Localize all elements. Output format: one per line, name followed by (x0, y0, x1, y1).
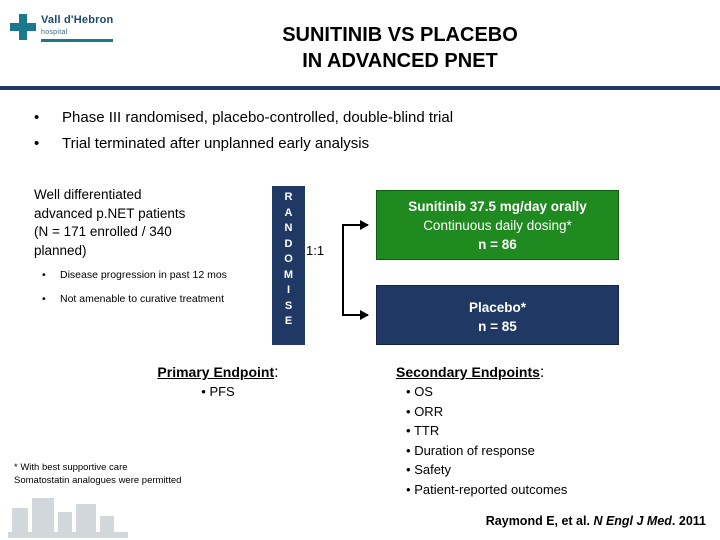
hospital-logo: Vall d'Hebron hospital (8, 10, 128, 56)
secondary-endpoints-heading-row: Secondary Endpoints: (396, 362, 686, 382)
randomise-letter: O (284, 253, 293, 265)
treatment-arm-sunitinib: Sunitinib 37.5 mg/day orally Continuous … (376, 190, 619, 260)
randomise-letter: E (284, 315, 293, 327)
hospital-building-image (8, 490, 128, 538)
bullet-marker: • (406, 442, 411, 458)
secondary-endpoint-item: OS (414, 384, 433, 399)
bullet-marker: • (406, 403, 411, 419)
logo-subtitle: hospital (41, 29, 68, 36)
randomise-bar: R A N D O M I S E (272, 186, 305, 345)
list-item: • Trial terminated after unplanned early… (34, 132, 684, 156)
list-item: • Safety (396, 460, 686, 480)
sunitinib-dose: Sunitinib 37.5 mg/day orally (408, 199, 587, 214)
list-item: • Duration of response (396, 441, 686, 461)
page-title-line1: SUNITINIB VS PLACEBO (282, 24, 518, 46)
placebo-n: n = 85 (478, 319, 517, 334)
primary-endpoint-heading: Primary Endpoint (157, 364, 275, 380)
bullet-text: Phase III randomised, placebo-controlled… (62, 109, 454, 126)
bullet-marker: • (406, 481, 411, 497)
population-line-1: Well differentiated (34, 187, 142, 202)
placebo-label: Placebo* (468, 300, 527, 315)
randomise-letter: S (284, 299, 293, 312)
secondary-endpoint-item: Patient-reported outcomes (414, 481, 568, 497)
criterion-text: Not amenable to curative treatment (60, 293, 225, 305)
bullet-marker: • (201, 384, 206, 399)
bullet-text: Trial terminated after unplanned early a… (62, 135, 370, 152)
population-description: Well differentiated advanced p.NET patie… (34, 186, 264, 260)
citation: Raymond E, et al. N Engl J Med. 2011 (486, 514, 706, 528)
population-line-3: (N = 171 enrolled / 340 (34, 224, 172, 239)
population-line-4: planned) (34, 242, 87, 258)
page-title: SUNITINIB VS PLACEBO IN ADVANCED PNET (140, 22, 660, 74)
citation-authors: Raymond E, et al. (485, 514, 594, 528)
hospital-cross-icon (10, 14, 36, 40)
list-item: • TTR (396, 421, 686, 441)
bullet-marker: • (406, 462, 411, 477)
sunitinib-schedule: Continuous daily dosing* (423, 218, 572, 233)
list-item: • Patient-reported outcomes (396, 480, 686, 500)
citation-journal: N Engl J Med (593, 514, 672, 528)
footnotes: * With best supportive care Somatostatin… (14, 461, 274, 487)
randomise-letter: I (286, 284, 291, 296)
randomisation-ratio: 1:1 (306, 243, 325, 258)
randomise-letter: N (284, 222, 293, 234)
secondary-endpoint-item: Duration of response (414, 442, 535, 458)
title-divider (0, 86, 720, 90)
citation-year: . 2011 (671, 514, 706, 528)
primary-endpoint-heading-row: Primary Endpoint: (118, 362, 318, 382)
list-item: • Disease progression in past 12 mos (34, 268, 264, 282)
sunitinib-n: n = 86 (478, 237, 517, 252)
randomise-letter: A (284, 206, 293, 219)
population-box: Well differentiated advanced p.NET patie… (34, 186, 264, 316)
list-item: • ORR (396, 402, 686, 422)
page-title-line2: IN ADVANCED PNET (302, 50, 498, 72)
trial-design-bullets: • Phase III randomised, placebo-controll… (34, 106, 684, 158)
secondary-endpoint-item: TTR (413, 423, 440, 438)
logo-underline (41, 39, 113, 42)
primary-endpoint-item: PFS (209, 384, 235, 399)
logo-name: Vall d'Hebron (41, 14, 114, 26)
bullet-marker: • (34, 109, 40, 126)
secondary-endpoint-item: ORR (414, 403, 444, 419)
criterion-text: Disease progression in past 12 mos (60, 269, 227, 281)
list-item: • OS (396, 382, 686, 402)
arrow-trunk-vertical (342, 225, 344, 315)
bullet-marker: • (34, 135, 40, 152)
arrow-to-sunitinib (342, 220, 369, 230)
randomise-letter: M (283, 268, 294, 281)
secondary-endpoints-colon: : (539, 364, 545, 381)
list-item: • Not amenable to curative treatment (34, 292, 264, 306)
bullet-marker: • (406, 423, 411, 438)
footnote-1: * With best supportive care (14, 462, 128, 473)
footnote-2: Somatostatin analogues were permitted (14, 475, 182, 486)
treatment-arm-placebo: Placebo* n = 85 (376, 285, 619, 345)
randomise-letter: D (284, 237, 293, 250)
inclusion-criteria-list: • Disease progression in past 12 mos • N… (34, 268, 264, 306)
list-item: • PFS (118, 382, 318, 402)
bullet-marker: • (42, 269, 46, 281)
primary-endpoint-block: Primary Endpoint: • PFS (118, 362, 318, 402)
bullet-marker: • (406, 384, 411, 399)
arrow-to-placebo (342, 310, 369, 320)
secondary-endpoints-block: Secondary Endpoints: • OS • ORR • TTR • … (396, 362, 686, 499)
population-line-2: advanced p.NET patients (34, 205, 186, 221)
randomise-letter: R (284, 191, 293, 203)
secondary-endpoints-heading: Secondary Endpoints (396, 364, 540, 380)
bullet-marker: • (42, 293, 46, 305)
secondary-endpoint-item: Safety (414, 462, 452, 477)
list-item: • Phase III randomised, placebo-controll… (34, 106, 684, 130)
primary-endpoint-colon: : (274, 364, 279, 381)
